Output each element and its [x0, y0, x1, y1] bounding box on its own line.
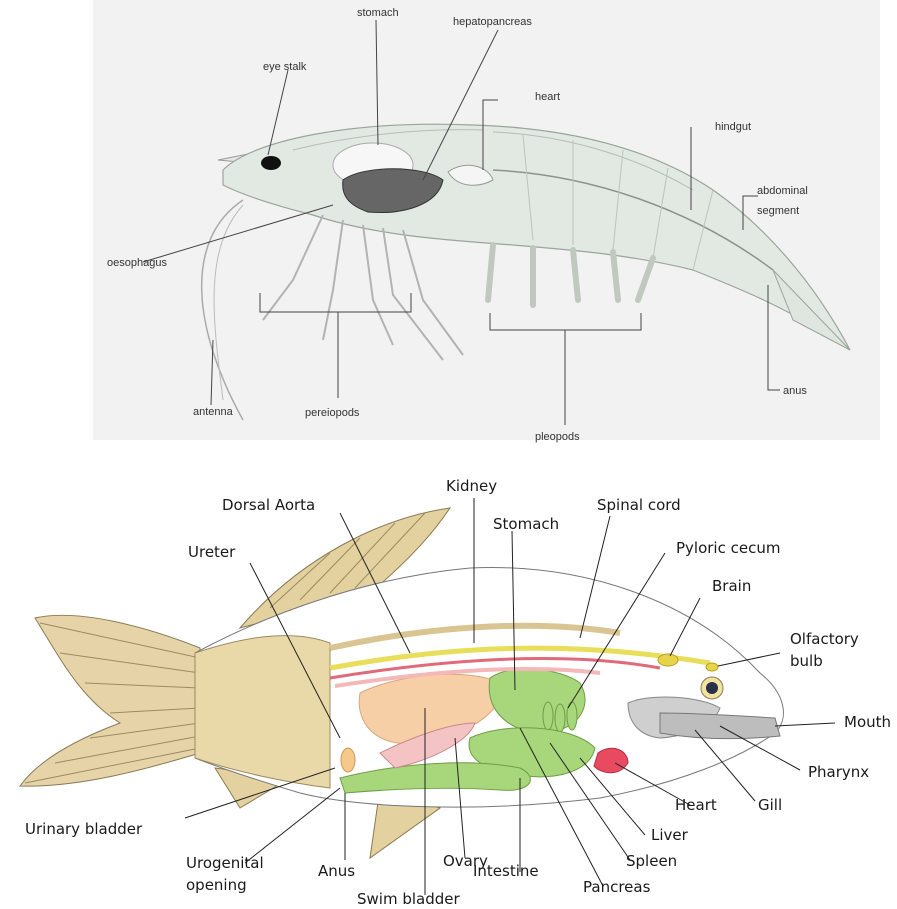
shrimp-label-anus: anus [783, 385, 807, 397]
shrimp-label-hepatopancreas: hepatopancreas [453, 16, 532, 28]
fish-olfactory-bulb [706, 663, 718, 671]
fish-label-ovary: Ovary [443, 852, 488, 870]
fish-label-kidney: Kidney [446, 477, 497, 495]
fish-label-liver: Liver [651, 826, 689, 844]
fish-label-pyloric-cecum: Pyloric cecum [676, 539, 780, 557]
fish-label-dorsal-aorta: Dorsal Aorta [222, 496, 315, 514]
shrimp-eye [261, 156, 281, 170]
shrimp-label-pleopods: pleopods [535, 431, 580, 443]
shrimp-body [223, 124, 850, 350]
fish-label-anus: Anus [318, 862, 355, 880]
shrimp-illustration: stomach hepatopancreas eye stalk heart h… [93, 0, 880, 440]
shrimp-label-heart: heart [535, 91, 560, 103]
fish-illustration: Kidney Dorsal Aorta Spinal cord Stomach … [0, 468, 897, 909]
fish-label-stomach: Stomach [493, 515, 559, 533]
shrimp-label-pereiopods: pereiopods [305, 407, 360, 419]
shrimp-label-abdominal-segment-2: segment [757, 205, 799, 217]
fish-label-swim-bladder: Swim bladder [357, 890, 460, 908]
shrimp-label-stomach: stomach [357, 7, 399, 19]
fish-label-ureter: Ureter [188, 543, 236, 561]
fish-label-brain: Brain [712, 577, 751, 595]
fish-label-olfactory-bulb-1: Olfactory [790, 630, 859, 648]
fish-label-pancreas: Pancreas [583, 878, 651, 896]
shrimp-label-abdominal-segment-1: abdominal [757, 185, 808, 197]
shrimp-label-eye-stalk: eye stalk [263, 61, 307, 73]
fish-pharynx [660, 713, 780, 739]
fish-tail-fin [20, 615, 200, 786]
fish-urinary-bladder [341, 748, 355, 772]
fish-label-olfactory-bulb-2: bulb [790, 652, 823, 670]
shrimp-label-oesophagus: oesophagus [107, 257, 167, 269]
fish-label-spleen: Spleen [626, 852, 677, 870]
fish-label-urogenital-opening-1: Urogenital [186, 854, 264, 872]
shrimp-antenna [202, 200, 243, 420]
fish-label-gill: Gill [758, 796, 782, 814]
fish-label-urogenital-opening-2: opening [186, 876, 247, 894]
fish-label-mouth: Mouth [844, 713, 891, 731]
shrimp-anatomy-diagram: stomach hepatopancreas eye stalk heart h… [93, 0, 880, 440]
shrimp-label-hindgut: hindgut [715, 121, 751, 133]
shrimp-label-antenna: antenna [193, 406, 234, 418]
fish-label-spinal-cord: Spinal cord [597, 496, 681, 514]
fish-label-pharynx: Pharynx [808, 763, 869, 781]
fish-anatomy-diagram: Kidney Dorsal Aorta Spinal cord Stomach … [0, 468, 897, 909]
fish-brain [658, 654, 678, 666]
fish-label-urinary-bladder: Urinary bladder [25, 820, 143, 838]
fish-label-heart: Heart [675, 796, 717, 814]
fish-pyloric-cecum [543, 702, 577, 732]
fish-heart [594, 748, 628, 773]
